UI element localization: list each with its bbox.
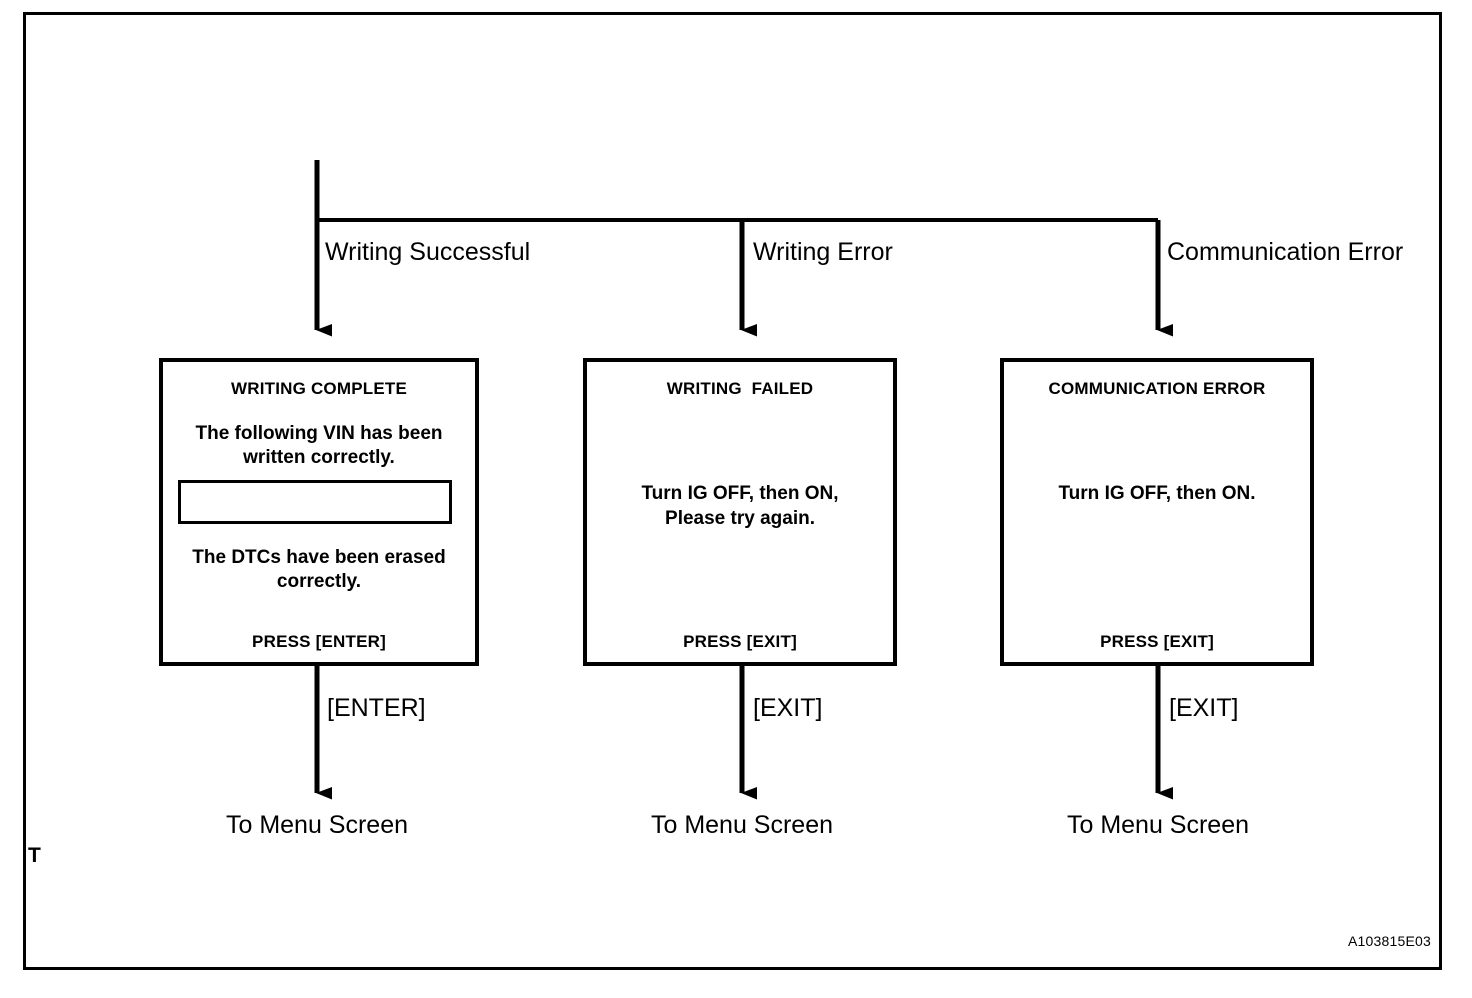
screen-writing-complete-body-line-3: The DTCs have been erased xyxy=(192,547,446,568)
exit-key-label-writing-failed: [EXIT] xyxy=(753,694,823,722)
screen-writing-complete-title: WRITING COMPLETE xyxy=(230,379,408,398)
exit-key-label-enter: [ENTER] xyxy=(327,694,426,722)
screen-writing-complete-body-line-2: written correctly. xyxy=(243,447,395,468)
screen-writing-complete-footer: PRESS [ENTER] xyxy=(252,632,386,651)
terminal-to-menu-screen-3: To Menu Screen xyxy=(1066,811,1250,839)
exit-key-label-communication-error: [EXIT] xyxy=(1169,694,1239,722)
figure-code: A103815E03 xyxy=(1348,933,1431,949)
screen-writing-complete-body-line-1: The following VIN has been xyxy=(195,423,443,444)
screen-communication-error-body-line-1: Turn IG OFF, then ON. xyxy=(1058,483,1256,504)
screen-writing-failed-footer: PRESS [EXIT] xyxy=(683,632,797,651)
screen-writing-failed: WRITING FAILED Turn IG OFF, then ON, Ple… xyxy=(583,358,897,666)
screen-communication-error-title: COMMUNICATION ERROR xyxy=(1048,379,1266,398)
screen-writing-failed-title: WRITING FAILED xyxy=(666,379,814,398)
screen-communication-error: COMMUNICATION ERROR Turn IG OFF, then ON… xyxy=(1000,358,1314,666)
screen-writing-failed-body-line-1: Turn IG OFF, then ON, xyxy=(641,483,839,504)
branch-label-writing-error: Writing Error xyxy=(753,238,893,266)
vin-value-field[interactable] xyxy=(178,480,452,524)
screen-writing-failed-body-line-2: Please try again. xyxy=(665,508,815,529)
terminal-to-menu-screen-2: To Menu Screen xyxy=(650,811,834,839)
screen-communication-error-footer: PRESS [EXIT] xyxy=(1100,632,1214,651)
terminal-to-menu-screen-1: To Menu Screen xyxy=(225,811,409,839)
continuation-mark-t: T xyxy=(28,844,41,867)
screen-writing-complete-body-line-4: correctly. xyxy=(276,571,362,592)
screen-writing-complete: WRITING COMPLETE The following VIN has b… xyxy=(159,358,479,666)
page-border xyxy=(23,12,1442,970)
branch-label-communication-error: Communication Error xyxy=(1167,238,1404,266)
branch-label-writing-successful: Writing Successful xyxy=(325,238,531,266)
